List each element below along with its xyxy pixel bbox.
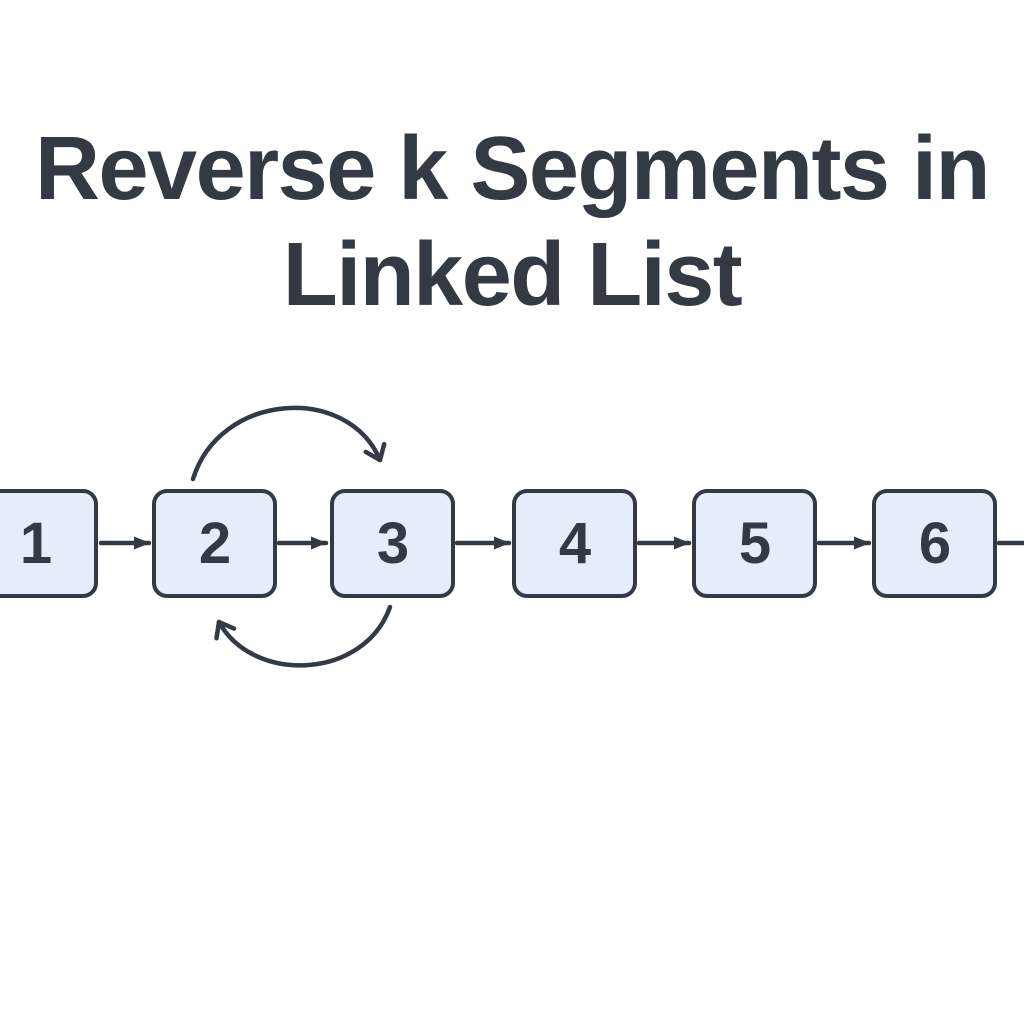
node-label: 4 [558, 511, 591, 576]
node-label: 1 [19, 511, 52, 576]
list-node-6: 6 [872, 489, 997, 598]
list-node-5: 5 [692, 489, 817, 598]
page-title: Reverse k Segments in Linked List [0, 116, 1024, 328]
swap-arrow-bottom [214, 604, 393, 668]
node-label: 6 [918, 511, 951, 576]
swap-arrow-top [190, 405, 387, 482]
title-line-1: Reverse k Segments in [35, 119, 990, 219]
list-node-2: 2 [152, 489, 277, 598]
list-node-1: 1 [0, 489, 98, 598]
node-label: 2 [198, 511, 231, 576]
list-node-3: 3 [330, 489, 455, 598]
node-label: 5 [738, 511, 771, 576]
node-label: 3 [376, 511, 409, 576]
list-node-4: 4 [512, 489, 637, 598]
title-line-2: Linked List [282, 225, 743, 326]
